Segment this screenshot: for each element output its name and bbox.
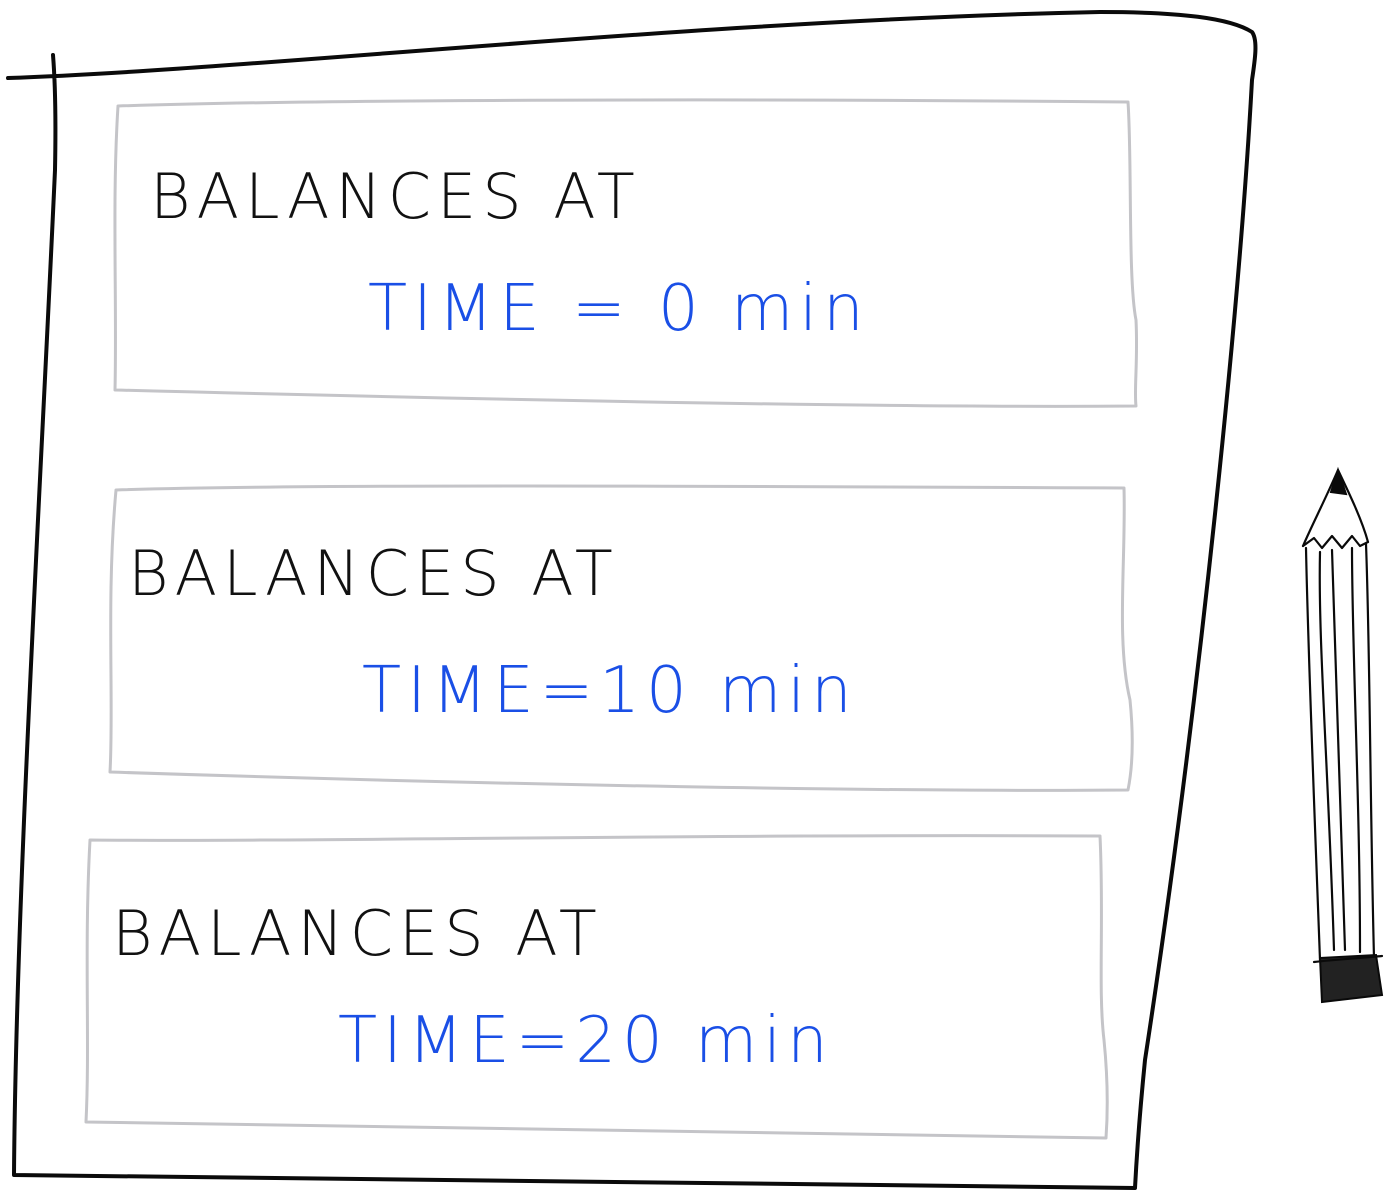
pencil-icon [1301, 466, 1384, 1004]
balance-card-0min: BALANCES AT TIME = 0 min [113, 98, 1139, 408]
card-heading: BALANCES AT [112, 897, 603, 970]
card-time-label: TIME=20 min [338, 1004, 834, 1078]
balance-card-20min: BALANCES AT TIME=20 min [84, 834, 1109, 1140]
paper-sheet [6, 10, 1258, 1190]
card-heading: BALANCES AT [150, 160, 641, 233]
balance-card-10min: BALANCES AT TIME=10 min [108, 484, 1134, 792]
card-border [108, 484, 1134, 792]
card-time-label: TIME=10 min [362, 654, 858, 728]
card-border [84, 834, 1109, 1140]
card-heading: BALANCES AT [128, 537, 619, 610]
card-time-label: TIME = 0 min [368, 272, 870, 346]
card-border [113, 98, 1139, 408]
